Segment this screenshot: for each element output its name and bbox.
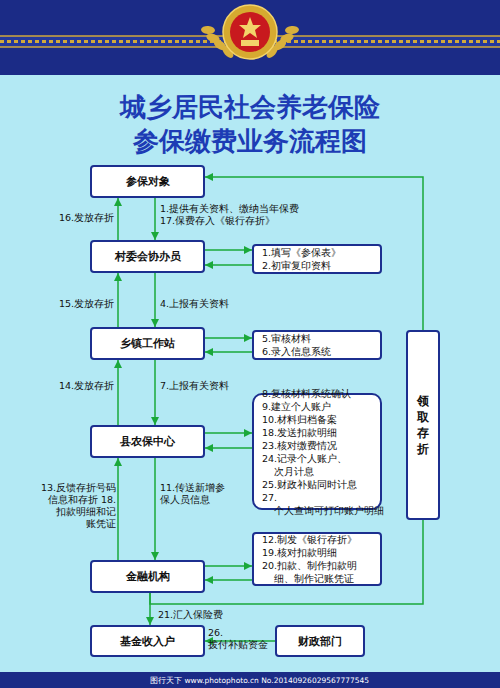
process-box: 基金收入户	[90, 625, 205, 657]
edge-label: 14.发放存折	[48, 380, 114, 392]
task-list-box: 5.审核材料6.录入信息系统	[252, 330, 382, 360]
node-text: 2.初审复印资料	[262, 259, 334, 272]
node-text: 24.记录个人账户、次月计息	[262, 452, 374, 478]
node-text: 基金收入户	[120, 634, 175, 649]
flow-arrow	[205, 264, 252, 266]
flow-arrow	[154, 273, 156, 327]
vertical-box: 领取存折	[406, 330, 440, 520]
node-text: 20.扣款、制作扣款明 细、制作记账凭证	[262, 559, 374, 585]
node-text: 参保对象	[126, 174, 170, 189]
flow-arrow	[154, 360, 156, 425]
node-text: 10.材料归档备案	[262, 413, 337, 426]
process-box: 乡镇工作站	[90, 327, 205, 360]
node-text: 18.发送扣款明细	[262, 426, 337, 439]
emblem-center	[230, 12, 270, 52]
process-box: 参保对象	[90, 165, 205, 198]
edge-label: 1.提供有关资料、缴纳当年保费 17.保费存入《银行存折》	[160, 203, 310, 227]
node-text: 25.财政补贴同时计息	[262, 478, 357, 491]
diagram-title: 城乡居民社会养老保险 参保缴费业务流程图	[90, 90, 410, 158]
task-list-box: 8.复核材料系统确认9.建立个人账户10.材料归档备案18.发送扣款明细23.核…	[252, 393, 382, 510]
edge-label: 21.汇入保险费	[158, 609, 248, 621]
header-band	[0, 0, 500, 75]
node-text: 金融机构	[126, 569, 170, 584]
emblem-base	[241, 40, 259, 46]
flow-arrow	[117, 273, 119, 327]
node-text: 23.核对缴费情况	[262, 439, 337, 452]
emblem-star	[239, 17, 261, 38]
footer-band	[0, 672, 500, 688]
edge-label: 11.传送新增参 保人员信息	[160, 482, 242, 506]
node-text: 19.核对扣款明细	[262, 546, 337, 559]
edge-label: 26.拨付补贴资金	[208, 627, 278, 651]
node-text: 村委会协办员	[115, 249, 181, 264]
node-text: 5.审核材料	[262, 332, 314, 345]
task-list-box: 12.制发《银行存折》19.核对扣款明细20.扣款、制作扣款明 细、制作记账凭证	[252, 532, 382, 586]
task-list-box: 1.填写《参保表》2.初审复印资料	[252, 244, 382, 274]
flow-arrow	[154, 458, 156, 560]
process-box: 县农保中心	[90, 425, 205, 458]
flow-arrow	[117, 198, 119, 240]
flow-arrow	[205, 337, 252, 339]
flow-arrow	[149, 593, 151, 625]
flow-arrow	[154, 198, 156, 240]
flow-arrow	[205, 447, 252, 449]
node-text: 1.填写《参保表》	[262, 246, 341, 259]
flow-arrow	[205, 565, 252, 567]
node-text: 27.个人查询可打印账户明细	[262, 491, 384, 517]
node-text: 8.复核材料系统确认	[262, 387, 354, 400]
node-text: 领取存折	[417, 393, 429, 457]
edge-label: 15.发放存折	[48, 298, 114, 310]
process-box: 财政部门	[275, 625, 365, 657]
flow-arrow	[205, 249, 252, 251]
process-box: 金融机构	[90, 560, 205, 593]
edge-label: 16.发放存折	[48, 212, 114, 224]
node-text: 12.制发《银行存折》	[262, 533, 357, 546]
flow-arrow	[205, 432, 252, 434]
flow-arrow	[205, 177, 423, 330]
flow-arrow	[205, 579, 252, 581]
node-text: 乡镇工作站	[120, 336, 175, 351]
flow-arrow	[117, 360, 119, 425]
node-text: 6.录入信息系统	[262, 345, 334, 358]
node-text: 财政部门	[298, 634, 342, 649]
node-text: 县农保中心	[120, 434, 175, 449]
watermark-text: 图行天下 www.photophoto.cn No.20140926029567…	[150, 676, 369, 686]
flow-arrow	[150, 520, 423, 604]
process-box: 村委会协办员	[90, 240, 205, 273]
edge-label: 7.上报有关资料	[160, 380, 260, 392]
emblem-ring	[223, 5, 277, 59]
node-text: 9.建立个人账户	[262, 400, 334, 413]
edge-label: 13.反馈存折号码 信息和存折 18.扣款明细和记 账凭证	[36, 482, 116, 530]
flow-arrow	[117, 458, 119, 560]
edge-label: 4.上报有关资料	[160, 298, 260, 310]
flow-arrow	[205, 351, 252, 353]
